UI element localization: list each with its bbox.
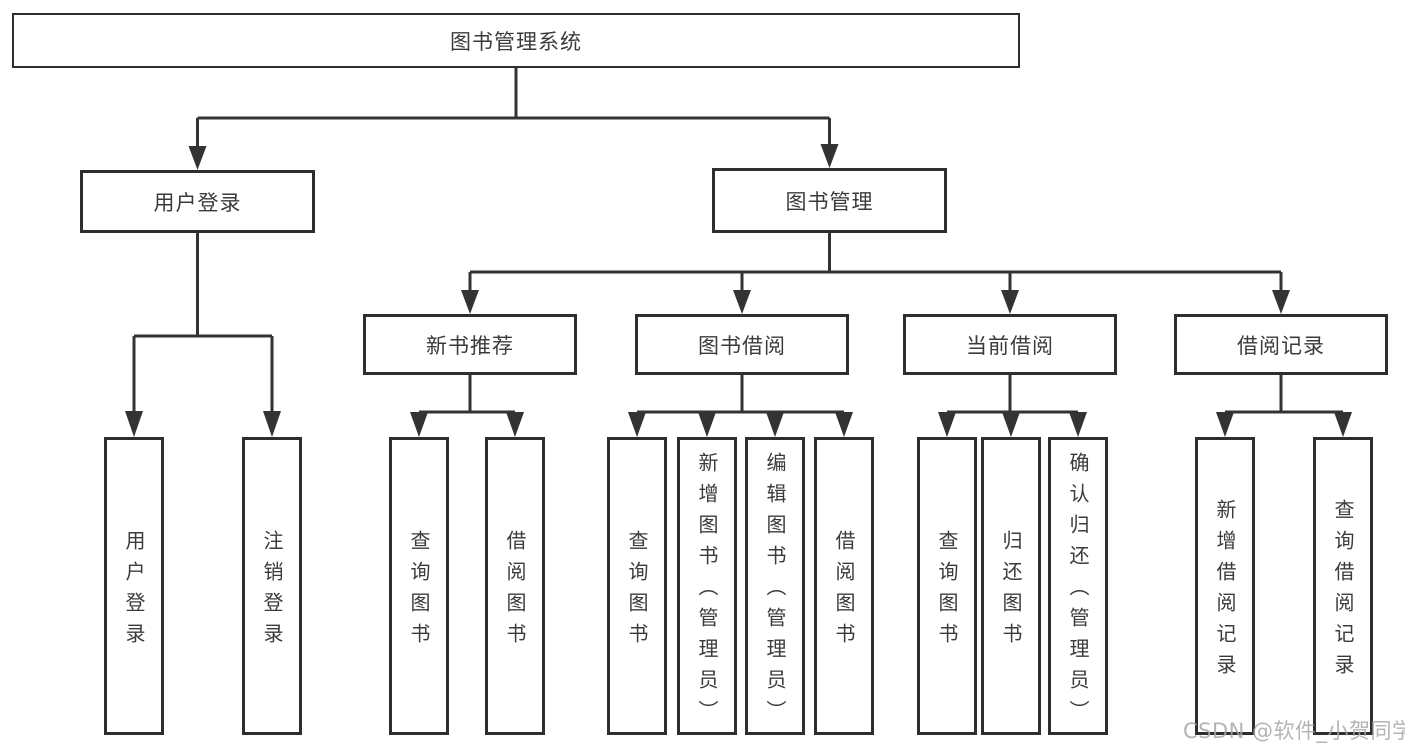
arrowhead (1001, 290, 1019, 314)
arrowhead (698, 412, 716, 437)
node-label: 新增图书（管理员） (695, 452, 719, 731)
node-label: 用户登录 (153, 190, 242, 215)
node-label: 图书借阅 (698, 333, 786, 358)
arrowhead (1216, 412, 1234, 437)
node-label: 归还图书 (999, 529, 1023, 654)
leaf-borrow-books-recommend: 借阅图书 (485, 437, 545, 735)
arrowhead (1002, 412, 1020, 437)
node-label: 图书管理系统 (450, 29, 582, 54)
node-label: 确认归还（管理员） (1066, 452, 1090, 731)
arrowhead (1334, 412, 1352, 437)
leaf-return-books: 归还图书 (981, 437, 1041, 735)
arrowhead (766, 412, 784, 437)
node-label: 编辑图书（管理员） (763, 452, 787, 731)
node-label: 查询图书 (407, 529, 431, 654)
node-label: 查询借阅记录 (1331, 498, 1355, 685)
arrowhead (1272, 290, 1290, 314)
node-label: 用户登录 (122, 529, 146, 654)
arrowhead (733, 290, 751, 314)
leaf-add-borrow-record: 新增借阅记录 (1195, 437, 1255, 735)
leaf-search-books-current: 查询图书 (917, 437, 977, 735)
arrowhead (1069, 412, 1087, 437)
node-label: 借阅图书 (832, 529, 856, 654)
node-label: 新书推荐 (426, 333, 514, 358)
arrowhead (263, 411, 281, 437)
node-label: 注销登录 (260, 529, 284, 654)
node-label: 新增借阅记录 (1213, 498, 1237, 685)
arrowhead (820, 144, 839, 168)
node-book-management: 图书管理 (712, 168, 947, 233)
leaf-logout-login: 注销登录 (242, 437, 302, 735)
leaf-search-books-borrowing: 查询图书 (607, 437, 667, 735)
node-book-borrowing: 图书借阅 (635, 314, 849, 375)
node-label: 查询图书 (935, 529, 959, 654)
leaf-confirm-return-admin: 确认归还（管理员） (1048, 437, 1108, 735)
leaf-edit-books-admin: 编辑图书（管理员） (745, 437, 805, 735)
leaf-add-books-admin: 新增图书（管理员） (677, 437, 737, 735)
node-label: 查询图书 (625, 529, 649, 654)
node-label: 借阅图书 (503, 529, 527, 654)
node-label: 借阅记录 (1237, 333, 1325, 358)
arrowhead (938, 412, 956, 437)
leaf-search-books-recommend: 查询图书 (389, 437, 449, 735)
arrowhead (835, 412, 853, 437)
node-current-borrowing: 当前借阅 (903, 314, 1117, 375)
node-label: 当前借阅 (966, 333, 1054, 358)
leaf-borrow-books-borrowing: 借阅图书 (814, 437, 874, 735)
arrowhead (628, 412, 646, 437)
csdn-watermark: CSDN @软件_小贺同学 (1183, 719, 1405, 743)
arrowhead (461, 290, 479, 314)
node-borrowing-records: 借阅记录 (1174, 314, 1388, 375)
node-book-management-system: 图书管理系统 (12, 13, 1020, 68)
node-label: 图书管理 (785, 189, 874, 214)
arrowhead (410, 412, 428, 437)
arrowhead (506, 412, 524, 437)
arrowhead (125, 411, 143, 437)
node-new-book-recommend: 新书推荐 (363, 314, 577, 375)
arrowhead (188, 146, 207, 170)
node-user-login: 用户登录 (80, 170, 315, 233)
leaf-user-login: 用户登录 (104, 437, 164, 735)
leaf-search-borrow-record: 查询借阅记录 (1313, 437, 1373, 735)
